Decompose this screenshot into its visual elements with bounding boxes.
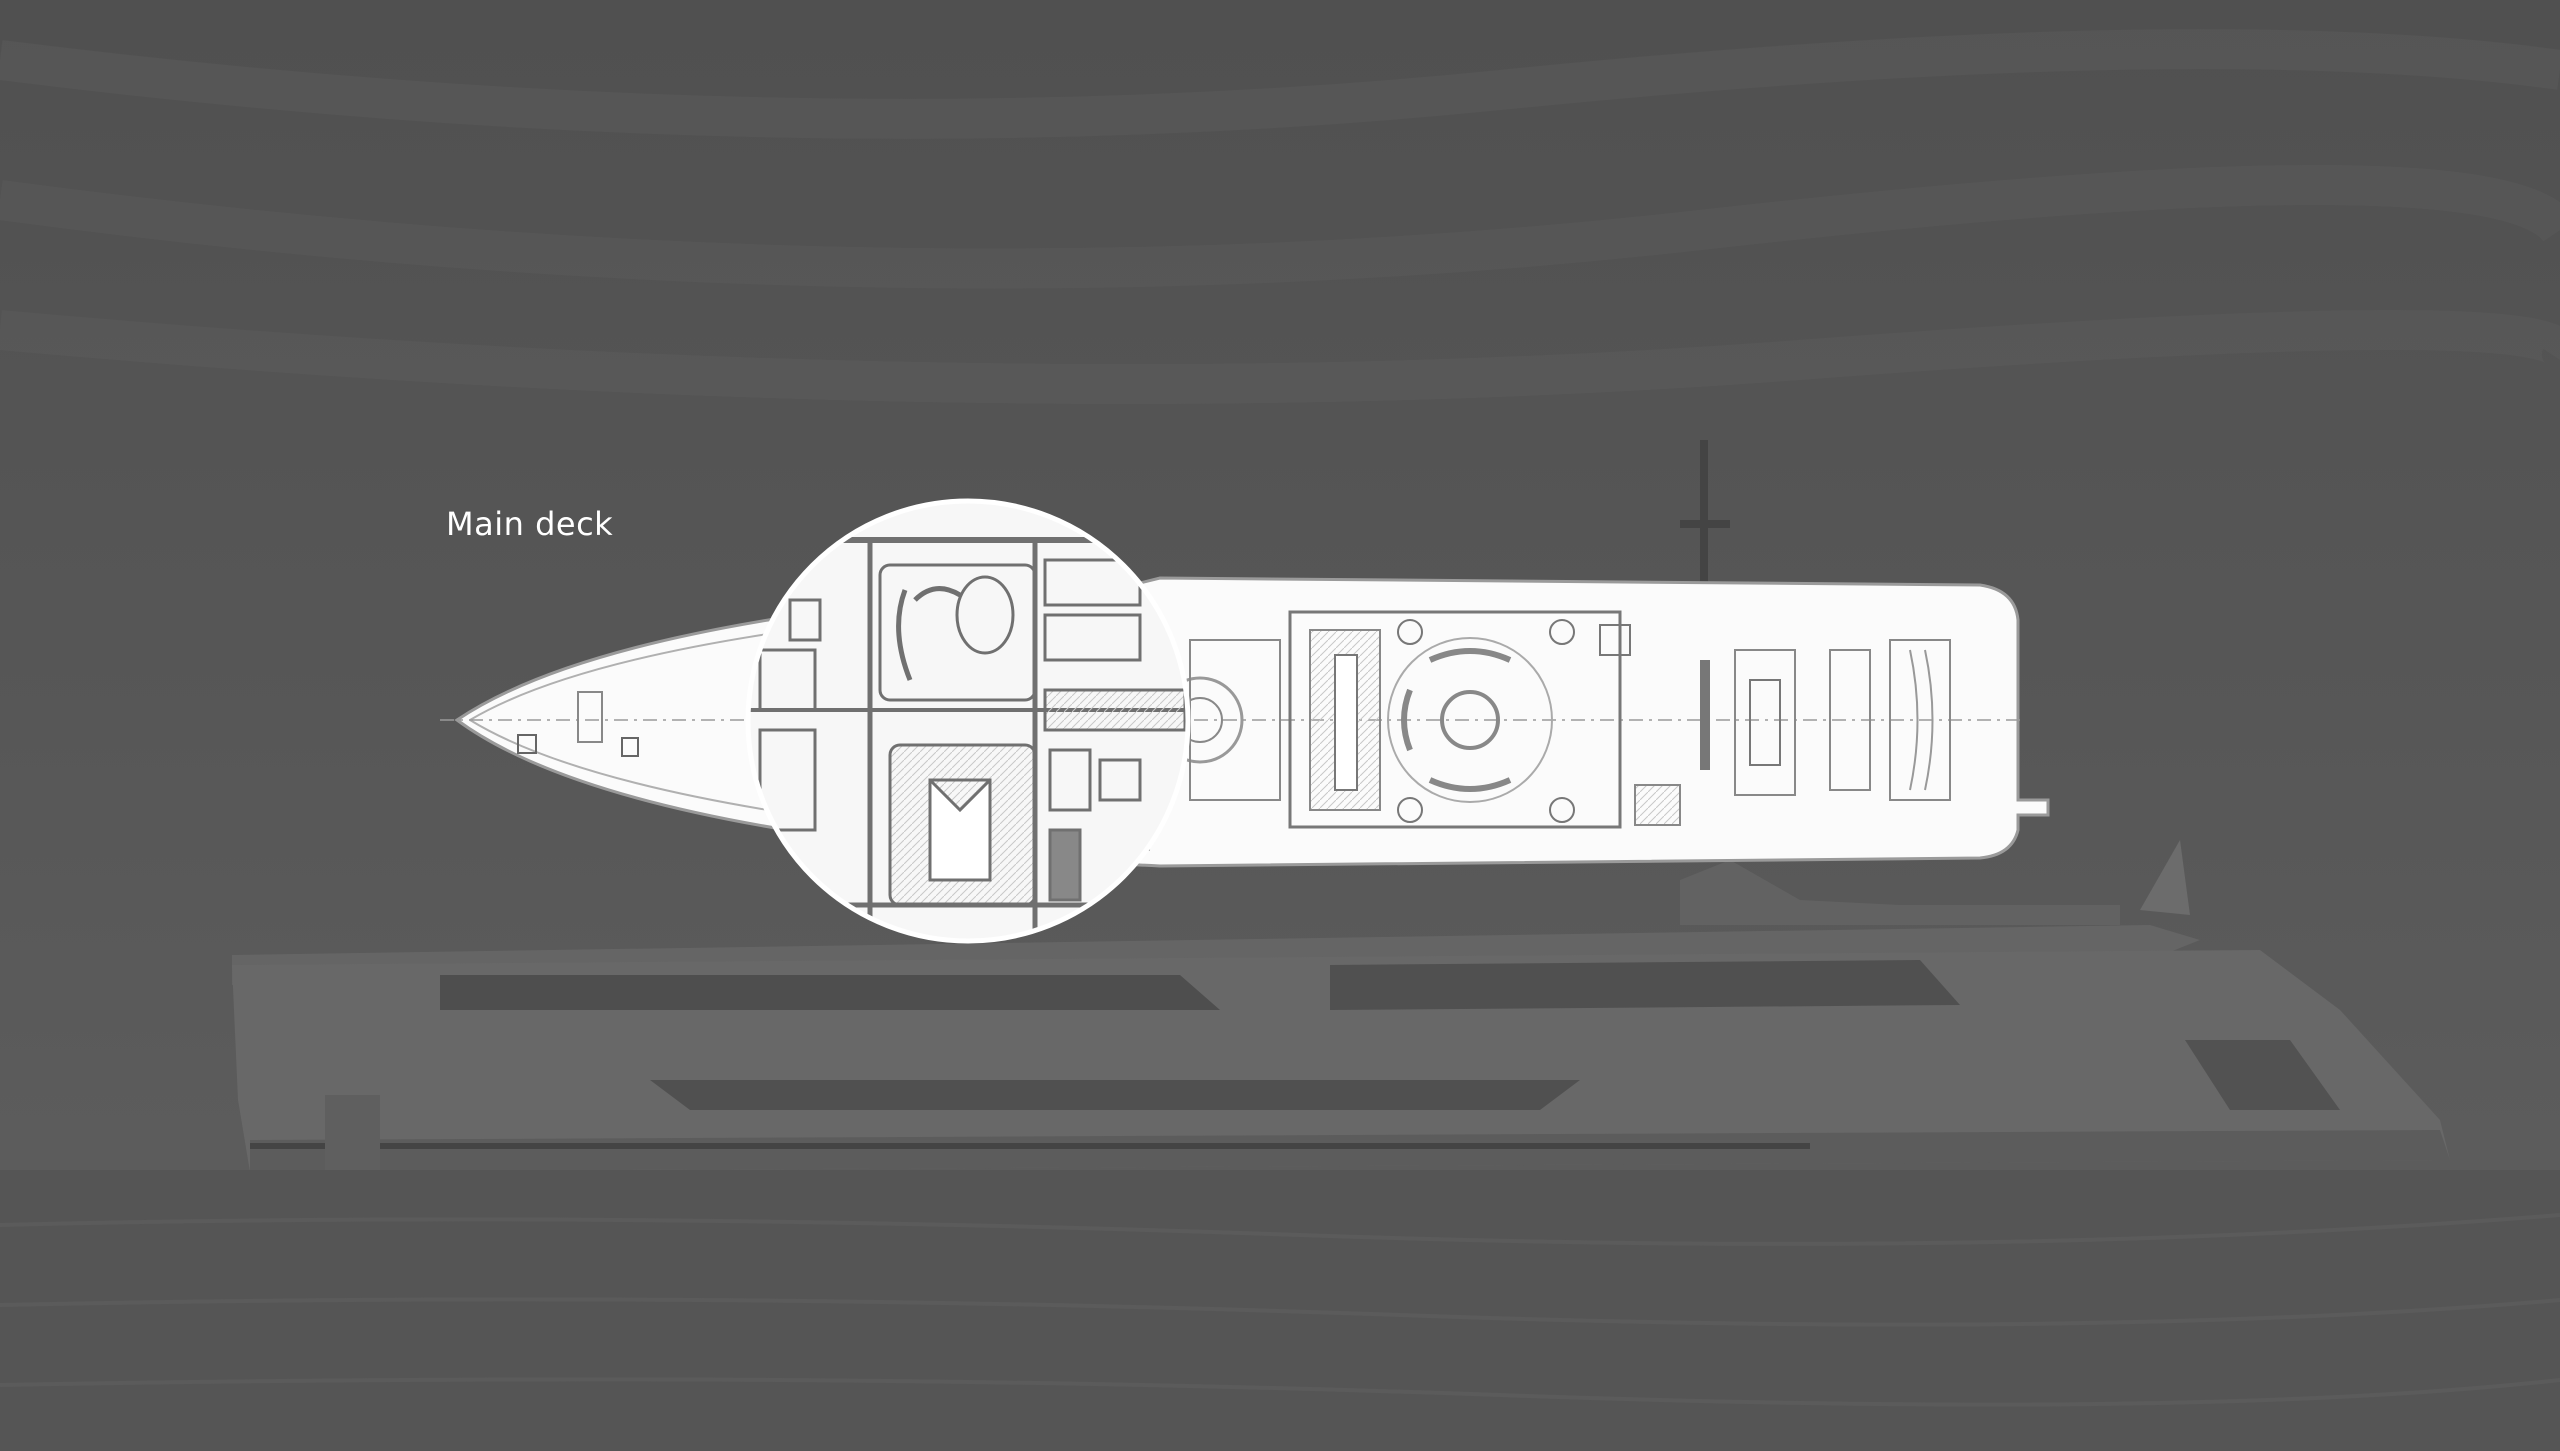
sky-bands xyxy=(0,29,2560,404)
deck-label: Main deck xyxy=(446,505,614,543)
magnifier-lens xyxy=(745,498,1191,944)
magnifier-ring xyxy=(745,498,1191,944)
yacht-silhouette xyxy=(232,440,2450,1172)
sea-ripples xyxy=(0,1213,2560,1407)
